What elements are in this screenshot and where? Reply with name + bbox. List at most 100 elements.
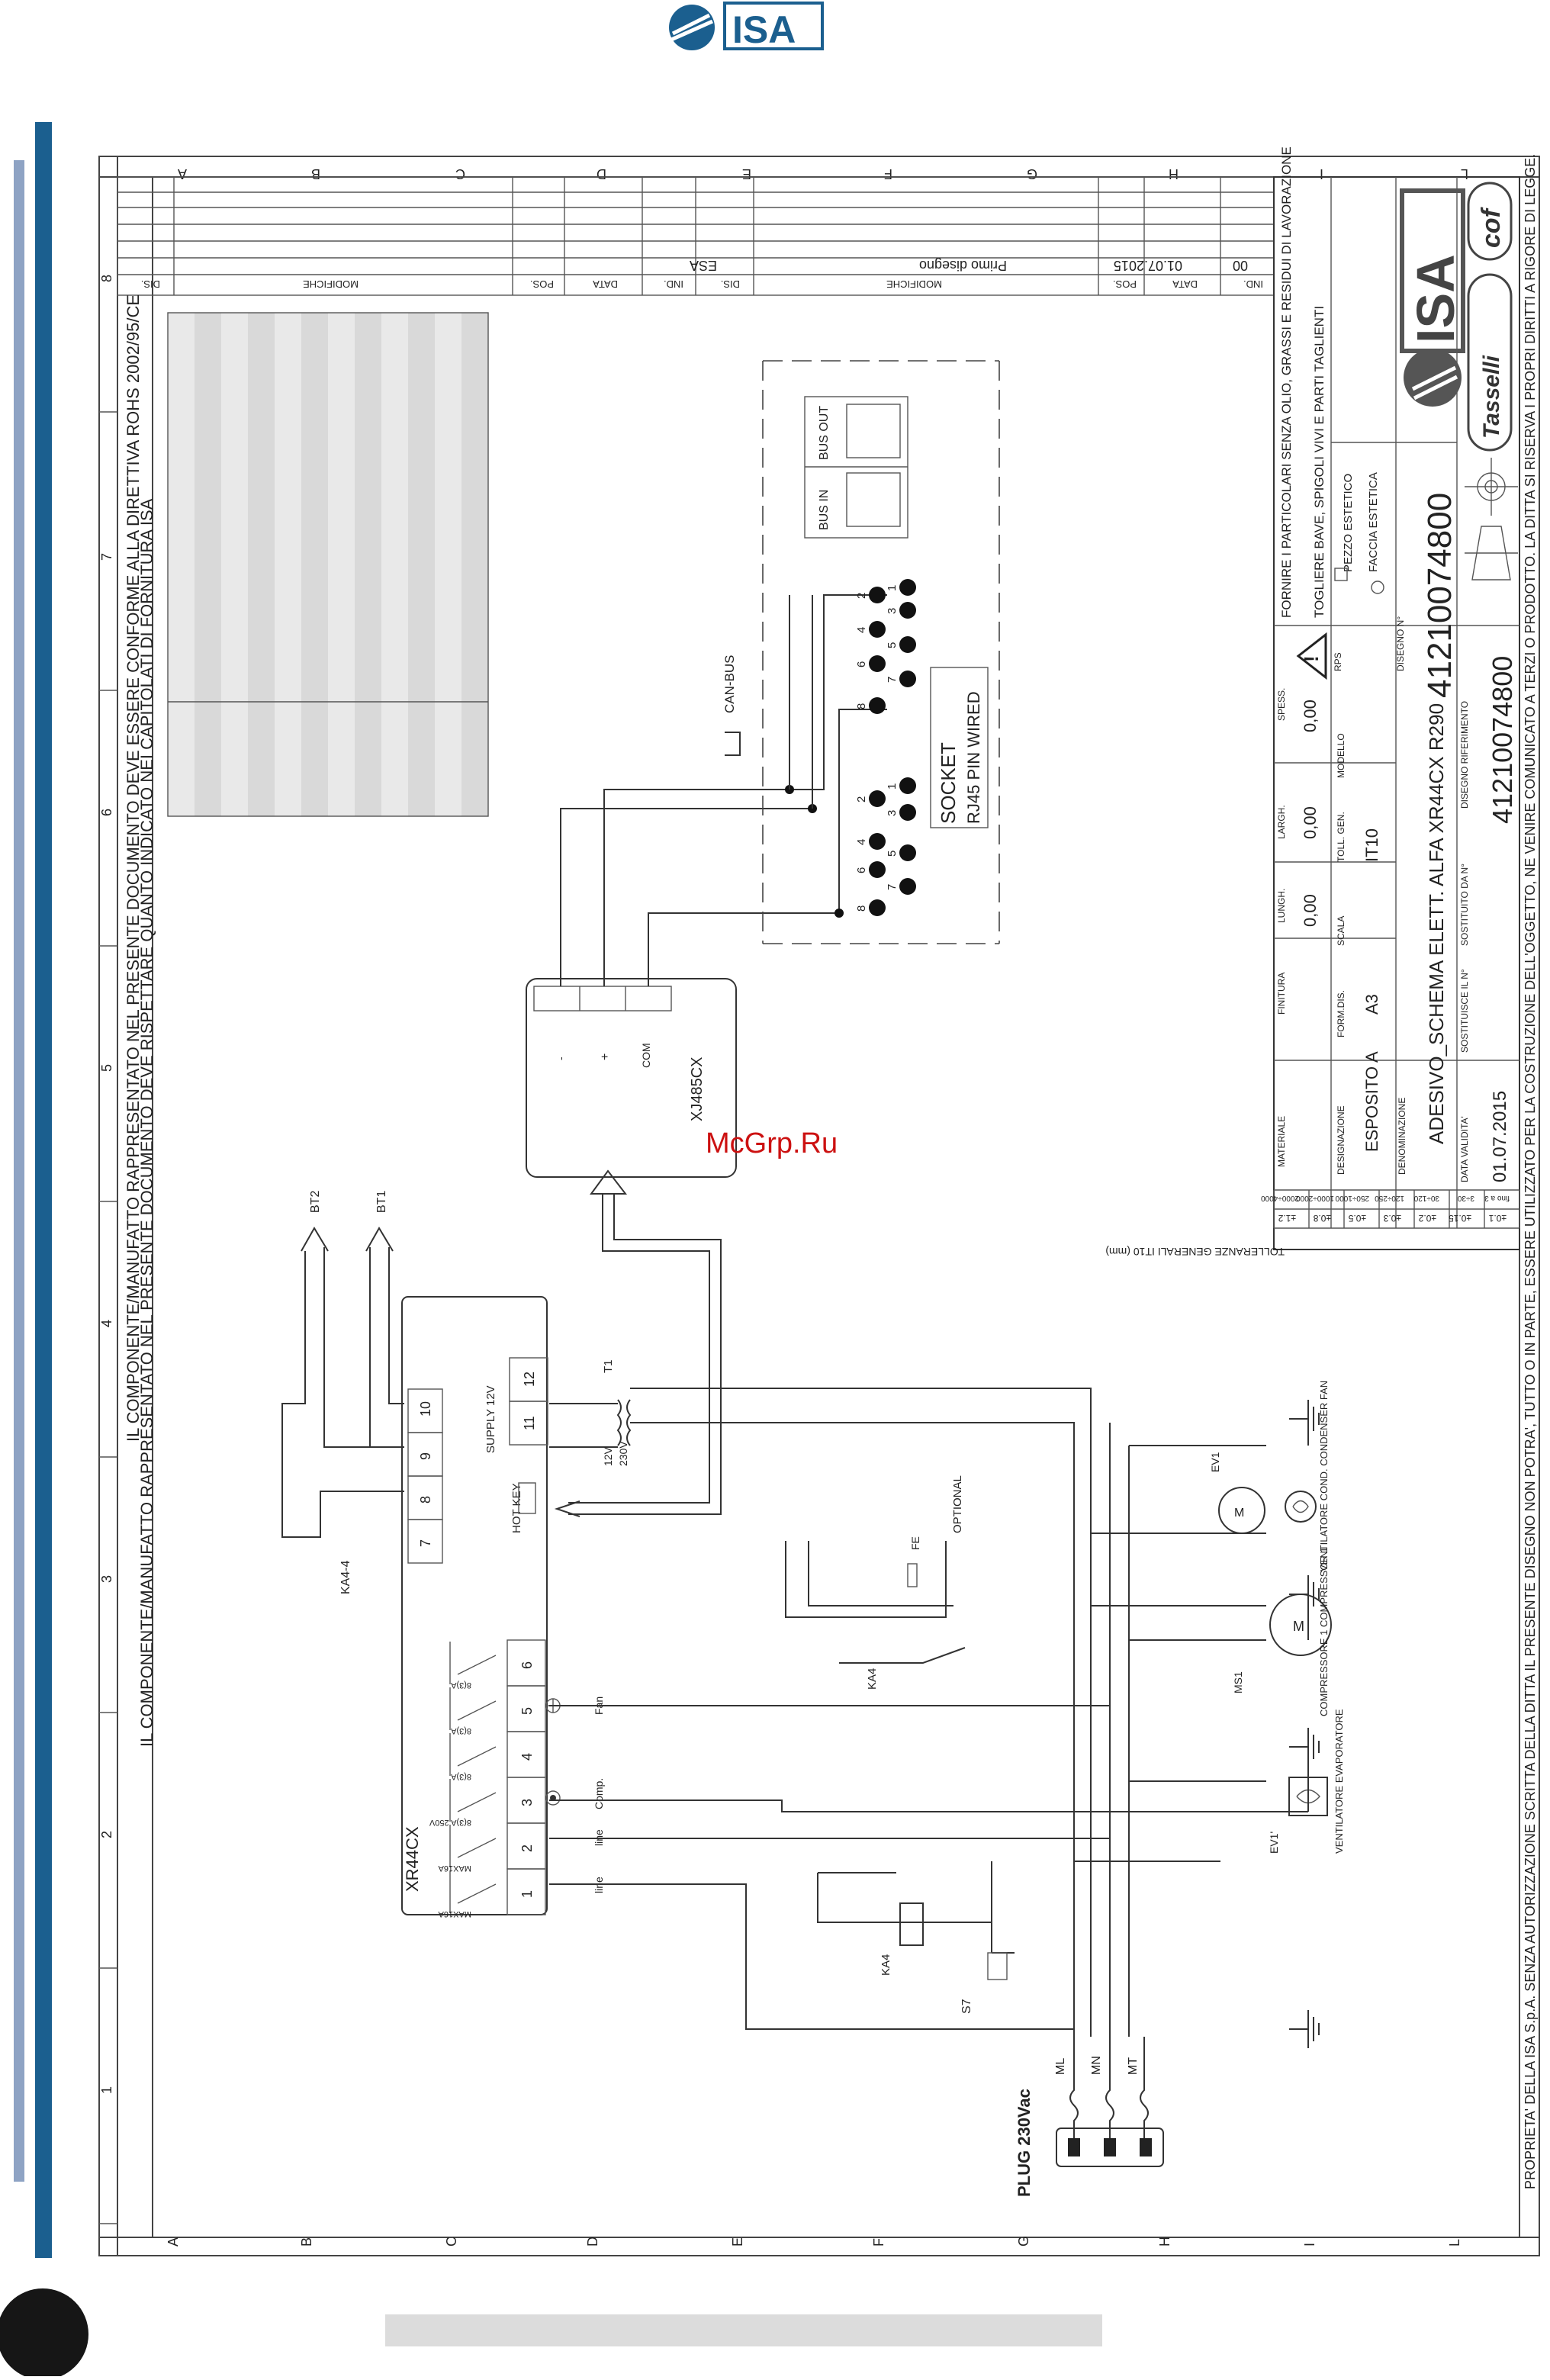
logo-cof-text: cof bbox=[1477, 206, 1506, 248]
note-ownership: PROPRIETA' DELLA ISA S.p.A. SENZA AUTORI… bbox=[1523, 154, 1538, 2189]
socket-pin-num-1-5: 5 bbox=[886, 642, 899, 648]
grid-row-top-E: E bbox=[742, 166, 751, 182]
socket-pin-num-0-7: 7 bbox=[886, 884, 899, 890]
probes: BT2 BT1 KA4-4 bbox=[281, 1191, 404, 1594]
socket-pin-0-7 bbox=[899, 878, 916, 895]
terminal-8: 8 bbox=[418, 1496, 433, 1504]
socket-pin-1-7 bbox=[899, 671, 916, 687]
logo-isa-text: ISA bbox=[1406, 254, 1465, 343]
can-bus-socket: BUS IN BUS OUT SOCKET RJ45 PIN WIRED CAN… bbox=[722, 360, 1000, 944]
relay-label-2: MAX16A bbox=[438, 1864, 471, 1873]
line-label-line2: line bbox=[593, 1829, 605, 1846]
socket-title: SOCKET bbox=[937, 742, 960, 824]
power-wiring: FE OPTIONAL KA4 KA4 S7 bbox=[549, 1423, 1308, 2037]
terminal-6: 6 bbox=[519, 1661, 535, 1669]
grid-row-top-H: H bbox=[1169, 166, 1179, 182]
tb-designazione-label: DESIGNAZIONE bbox=[1336, 1105, 1346, 1175]
rev-entry-modifiche: Primo disegno bbox=[919, 258, 1007, 273]
socket-subtitle: RJ45 PIN WIRED bbox=[964, 691, 983, 824]
rev-header-right-2: POS. bbox=[1113, 278, 1137, 290]
supply-label: SUPPLY 12V bbox=[484, 1385, 497, 1453]
xj-pin-com: COM bbox=[640, 1043, 652, 1068]
rev-entry-dis: ESA bbox=[690, 258, 717, 273]
plug-230vac: PLUG 230Vac ML MN MT bbox=[1015, 2037, 1164, 2197]
ground-icon-1 bbox=[1289, 1575, 1320, 1613]
tb-pezzo-estetico: PEZZO ESTETICO bbox=[1342, 474, 1355, 572]
grid-row-top-A: A bbox=[178, 166, 187, 182]
terminal-7: 7 bbox=[418, 1539, 433, 1547]
socket-pin-1-3 bbox=[899, 602, 916, 619]
socket-pin-num-0-8: 8 bbox=[855, 905, 868, 912]
rev-header-right-1: MODIFICHE bbox=[886, 278, 942, 290]
tol-value-2: ±0.2 bbox=[1418, 1213, 1436, 1224]
bus-out-label: BUS OUT bbox=[818, 406, 831, 460]
grid-col-6: 6 bbox=[99, 809, 114, 816]
grid-col-5: 5 bbox=[99, 1064, 114, 1072]
socket-pin-num-1-7: 7 bbox=[886, 677, 899, 683]
socket-pin-0-4 bbox=[869, 833, 886, 850]
tx-230v: 230V bbox=[617, 1441, 629, 1466]
ground-icon-2 bbox=[1289, 1728, 1320, 1766]
terminal-9: 9 bbox=[418, 1452, 433, 1460]
motor-ev1-tag: EV1 bbox=[1209, 1452, 1221, 1472]
ground-icon-0 bbox=[1289, 1400, 1320, 1438]
rev-header-left-1: MODIFICHE bbox=[303, 278, 359, 290]
motor-ev1-text: VENTILATORE COND. CONDENSER FAN bbox=[1318, 1381, 1330, 1571]
socket-pin-1-8 bbox=[869, 697, 886, 714]
relay-label-4: 8(3)A bbox=[450, 1772, 471, 1781]
ground-symbols bbox=[1289, 1400, 1320, 2048]
tb-spess-label: SPESS. bbox=[1276, 688, 1287, 721]
interface-xj485cx: - + COM XJ485CX bbox=[526, 594, 887, 1178]
tb-tolleranze-label: TOLLERANZE GENERALI IT10 (mm) bbox=[1105, 1246, 1285, 1258]
plug-ml: ML bbox=[1054, 2058, 1067, 2075]
socket-pin-0-3 bbox=[899, 804, 916, 821]
socket-pin-0-5 bbox=[899, 844, 916, 861]
tb-faccia-estetica: FACCIA ESTETICA bbox=[1367, 472, 1380, 572]
tol-range-4: 250÷1000 bbox=[1335, 1194, 1369, 1202]
relay-label-3: 8(3)A 250V bbox=[429, 1818, 471, 1827]
xj-pin-plus: + bbox=[599, 1053, 612, 1060]
rev-header-left-4: IND. bbox=[664, 278, 683, 290]
tolerance-table: fino a 33÷3030÷120120÷250250÷10001000÷20… bbox=[1261, 1190, 1520, 1228]
rev-header-left-3: DATA bbox=[593, 278, 618, 290]
rev-header-right-0: DIS. bbox=[721, 278, 740, 290]
svg-text:M: M bbox=[1293, 1619, 1304, 1634]
tol-value-1: ±0.15 bbox=[1449, 1213, 1471, 1224]
watermark: McGrp.Ru bbox=[706, 1127, 838, 1159]
grid-row-bottom-L: L bbox=[1447, 2239, 1462, 2247]
tol-value-0: ±0.1 bbox=[1488, 1213, 1507, 1224]
socket-pin-num-0-1: 1 bbox=[886, 783, 899, 790]
xj-pin-minus: - bbox=[555, 1057, 567, 1060]
grid-col-8: 8 bbox=[99, 275, 114, 282]
terminal-1: 1 bbox=[519, 1890, 535, 1898]
socket-pin-num-0-5: 5 bbox=[886, 851, 899, 857]
tb-largh-label: LARGH. bbox=[1276, 805, 1287, 839]
relay-ka4-b: KA4 bbox=[880, 1954, 892, 1976]
grid-row-top-C: C bbox=[455, 166, 465, 182]
plug-mt: MT bbox=[1127, 2057, 1140, 2075]
relay-ka4-a: KA4 bbox=[866, 1668, 879, 1690]
header-brand: ISA bbox=[732, 8, 796, 51]
tb-materiale-label: MATERIALE bbox=[1276, 1116, 1287, 1167]
tb-data-validita: 01.07.2015 bbox=[1490, 1091, 1510, 1182]
tol-range-5: 1000÷2000 bbox=[1296, 1194, 1334, 1202]
warning-icon bbox=[1296, 632, 1327, 680]
grid-row-bottom-B: B bbox=[299, 2237, 314, 2247]
grid-row-bottom-G: G bbox=[1016, 2236, 1031, 2247]
socket-pin-num-1-4: 4 bbox=[855, 627, 868, 633]
tb-sostituisce-label: SOSTITUISCE IL N° bbox=[1459, 969, 1470, 1053]
logo-tasselli-text: Tasselli bbox=[1479, 355, 1504, 439]
left-blue-bar bbox=[35, 122, 52, 2258]
socket-pin-num-0-4: 4 bbox=[855, 839, 868, 845]
tol-value-6: ±1.2 bbox=[1278, 1213, 1296, 1224]
tb-largh: 0,00 bbox=[1301, 806, 1320, 839]
motor-ms1-text: COMPRESSORE 1 COMPRESSOR 1 bbox=[1318, 1547, 1330, 1716]
tol-range-6: 2000÷4000 bbox=[1261, 1194, 1299, 1202]
header-isa-logo: ISA bbox=[669, 2, 824, 51]
socket-pin-num-1-3: 3 bbox=[886, 608, 899, 614]
fe-label: FE bbox=[909, 1536, 921, 1550]
terminal-2: 2 bbox=[519, 1844, 535, 1852]
